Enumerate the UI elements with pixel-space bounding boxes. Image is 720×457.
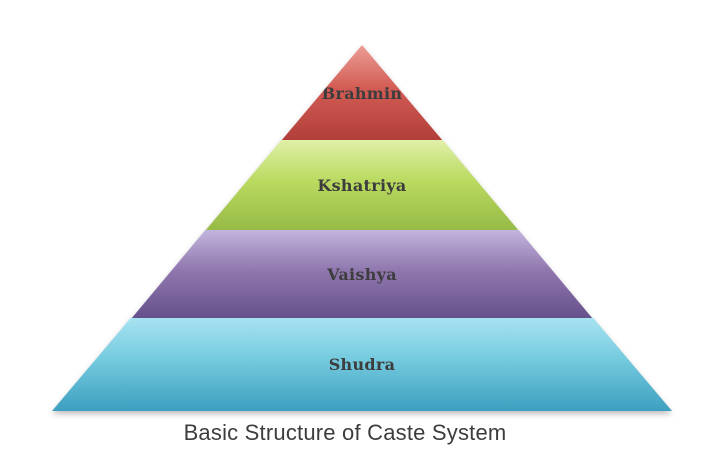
pyramid-level-label: Kshatriya	[317, 176, 407, 195]
pyramid-level-kshatriya: Kshatriya	[205, 140, 519, 231]
pyramid-level-label: Vaishya	[327, 265, 397, 284]
diagram-title: Basic Structure of Caste System	[183, 420, 507, 445]
pyramid-level-vaishya: Vaishya	[131, 230, 593, 319]
pyramid-level-label: Brahmin	[321, 83, 403, 103]
pyramid-level-shudra: Shudra	[52, 318, 672, 411]
pyramid-level-label: Shudra	[328, 355, 396, 374]
pyramid-level-brahmin: Brahmin	[281, 45, 443, 141]
